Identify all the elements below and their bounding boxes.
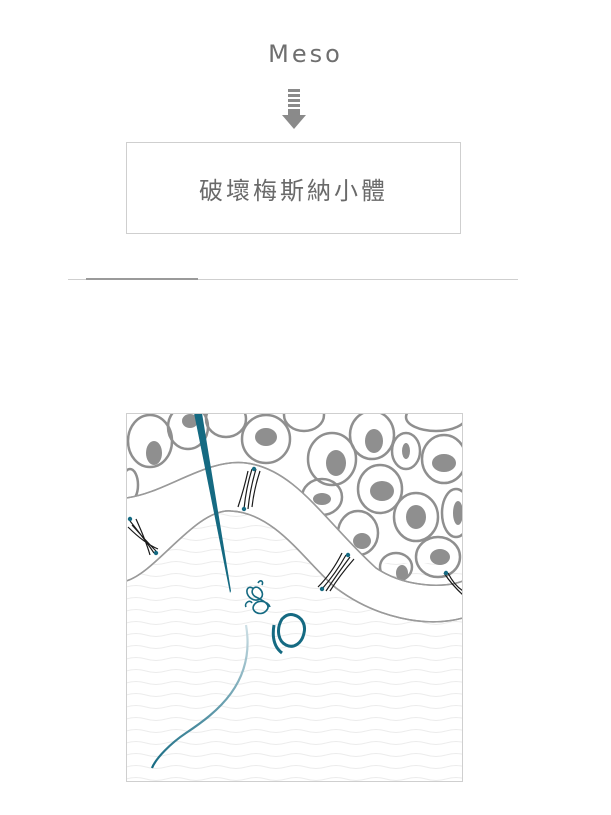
fiber-bundle-tips [127,466,449,592]
meissner-corpuscle-illustration [126,413,463,782]
microneedle [194,413,231,593]
section-divider [68,279,518,280]
nerve-fiber [150,624,249,769]
section-divider-accent [86,278,198,280]
epidermis-cells [126,413,463,583]
corpuscle-remnant [271,613,306,655]
step-label: 破壞梅斯納小體 [199,176,388,205]
down-arrow-icon [282,89,306,129]
step-label-box: 破壞梅斯納小體 [126,142,461,234]
fiber-bundles [127,468,463,596]
corpuscle-fragment [244,580,271,615]
page-title: Meso [268,40,343,68]
